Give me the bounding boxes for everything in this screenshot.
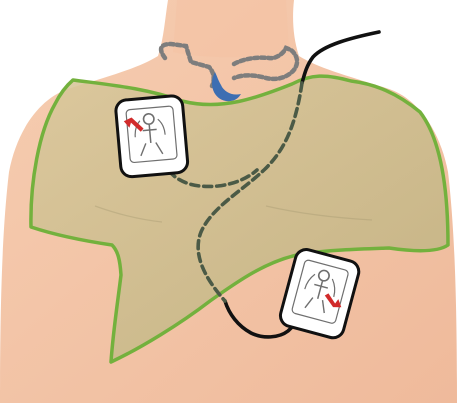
upper-electrode-pad <box>115 95 188 178</box>
neck-shading <box>173 0 289 57</box>
